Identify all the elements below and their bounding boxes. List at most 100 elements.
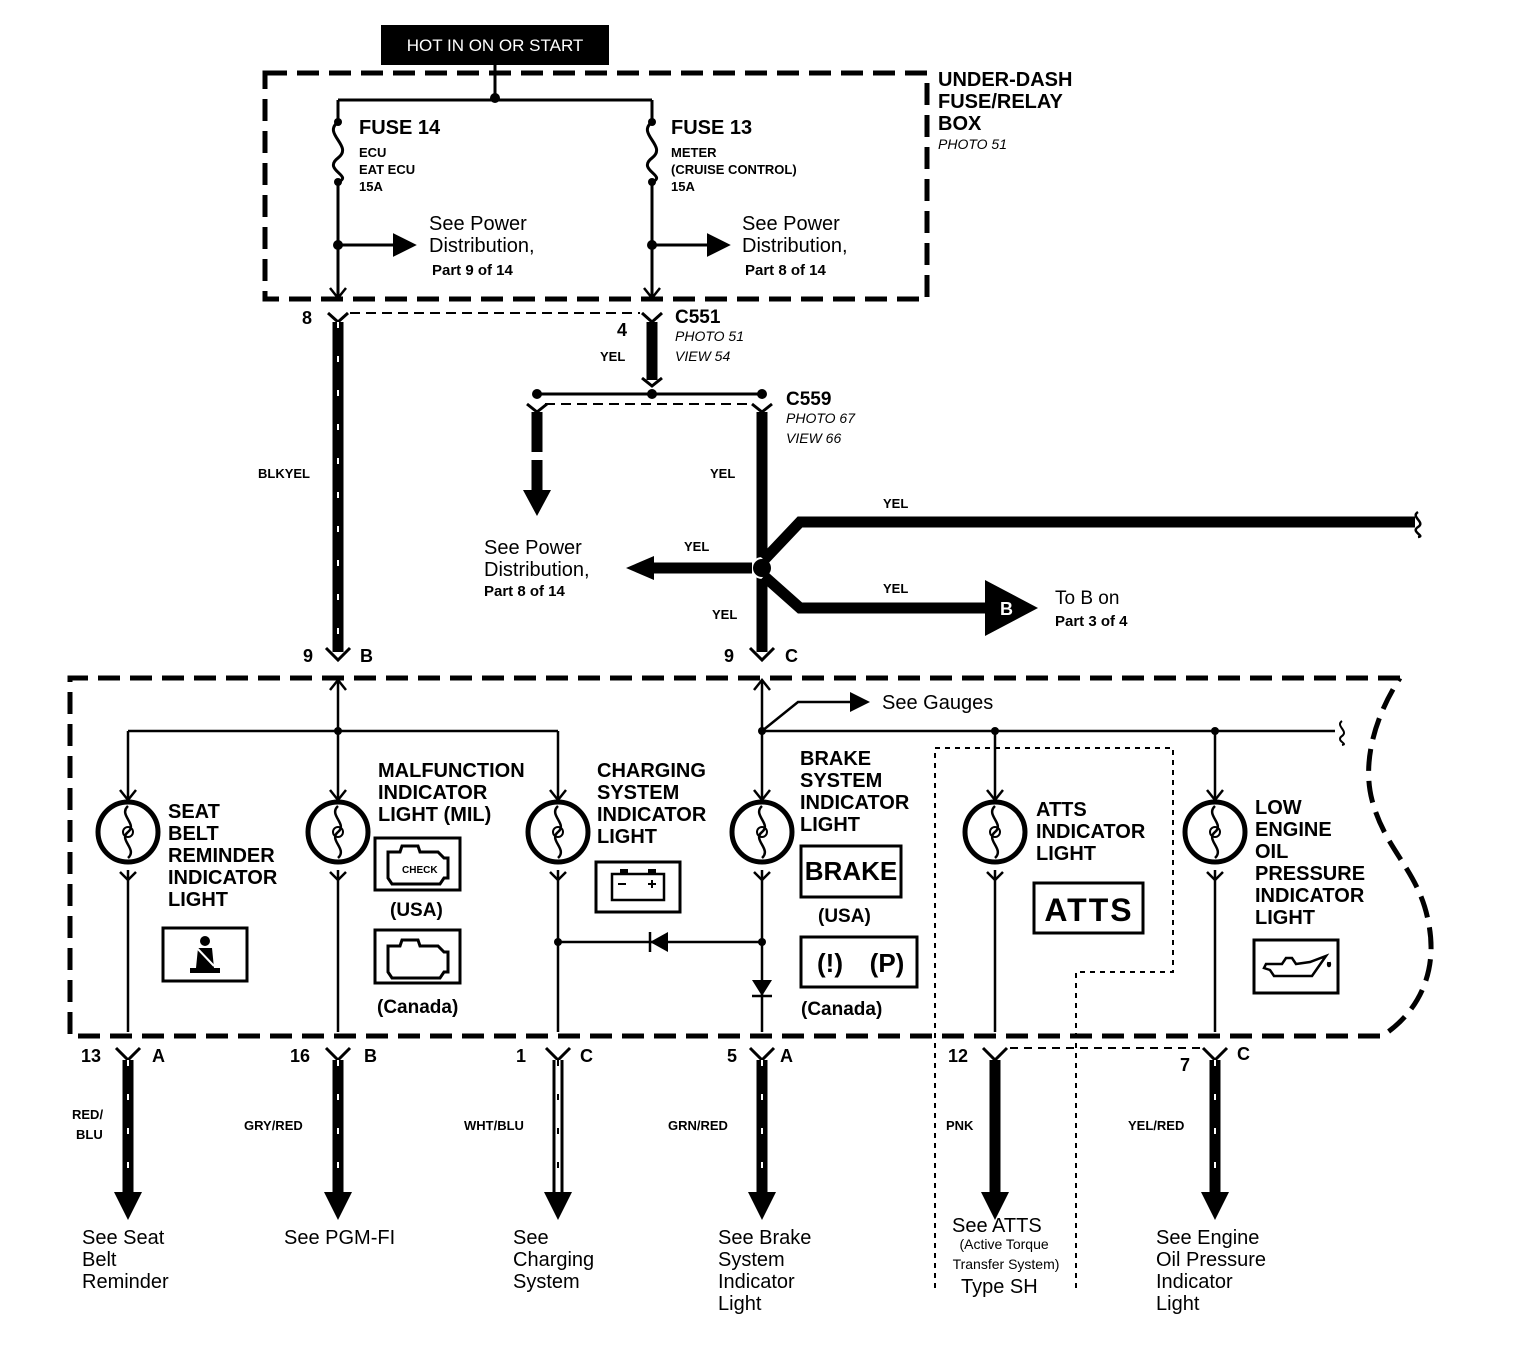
charging-light-label: CHARGING SYSTEM INDICATOR LIGHT [597, 760, 712, 848]
fuse-14-symbol [331, 120, 345, 184]
ref-power-dist-part9: See Power Distribution, Part 9 of 14 [429, 213, 540, 279]
ref-see-gauges: See Gauges [882, 692, 993, 714]
ref-power-dist-part8-b: See Power Distribution, Part 8 of 14 [484, 537, 595, 600]
c559-name: C559 [786, 389, 831, 410]
pin-13-number: 13 [81, 1046, 101, 1066]
pin-7-number: 7 [1180, 1055, 1190, 1075]
diode-horizontal [650, 932, 668, 952]
mil-light [305, 731, 371, 1032]
gauge-assembly-outline [67, 675, 1434, 1039]
brake-warning-symbol: (!) [817, 948, 843, 978]
brake-symbol-icon: (!) (P) [799, 935, 919, 989]
mil-canada-label: (Canada) [377, 997, 458, 1018]
pin-1-letter: C [580, 1046, 593, 1066]
wire-label-red-blu: RED/ BLU [72, 1107, 107, 1142]
bottom-pin-1c: 1 C WHT/BLU See Charging System [464, 1046, 600, 1293]
brake-usa-label: (USA) [818, 906, 871, 927]
parking-brake-symbol: (P) [870, 948, 905, 978]
pin-7-letter: C [1237, 1044, 1250, 1064]
engine-icon [373, 928, 462, 985]
fuse-13-rating: METER (CRUISE CONTROL) 15A [671, 145, 800, 194]
pin-9b-number: 9 [303, 646, 313, 666]
dest-seat-belt: See Seat Belt Reminder [82, 1227, 170, 1293]
oil-pressure-light [1182, 727, 1248, 1032]
dest-brake-system: See Brake System Indicator Light [718, 1227, 817, 1315]
check-engine-icon: CHECK [373, 836, 462, 892]
c551-pin-4: 4 [617, 320, 627, 340]
pin-5-letter: A [780, 1046, 793, 1066]
oil-pressure-light-label: LOW ENGINE OIL PRESSURE INDICATOR LIGHT [1255, 797, 1371, 929]
ref-to-b-part3: To B on Part 3 of 4 [1055, 588, 1128, 630]
brake-light-label: BRAKE SYSTEM INDICATOR LIGHT [800, 748, 915, 836]
power-source-label: HOT IN ON OR START [407, 36, 584, 55]
c551-pin-8: 8 [302, 308, 312, 328]
wire-label-blkyel: BLKYEL [258, 466, 310, 481]
junction-b-marker [985, 580, 1038, 636]
bottom-pin-13a: 13 A RED/ BLU See Seat Belt Reminder [72, 1046, 170, 1293]
c551-photo: PHOTO 51 [675, 328, 744, 344]
bottom-pin-7c: 7 C YEL/RED See Engine Oil Pressure Indi… [1128, 1044, 1272, 1315]
pin-16-number: 16 [290, 1046, 310, 1066]
fuse-13-name: FUSE 13 [671, 117, 752, 139]
charging-light [525, 731, 591, 1032]
brake-light [729, 789, 795, 1032]
bottom-pin-12: 12 PNK See ATTS (Active Torque Transfer … [946, 1046, 1059, 1298]
dest-atts-expansion: (Active Torque Transfer System) [953, 1236, 1060, 1272]
power-source-box [381, 25, 609, 65]
c559-photo: PHOTO 67 [786, 410, 856, 426]
atts-word-icon: ATTS [1032, 881, 1145, 935]
pin-9c-letter: C [785, 646, 798, 666]
c551-name: C551 [675, 307, 721, 328]
dest-atts-type: Type SH [961, 1276, 1038, 1298]
brake-word-icon: BRAKE [799, 844, 903, 899]
pin-16-letter: B [364, 1046, 377, 1066]
junction-b-letter: B [1000, 599, 1013, 619]
battery-icon [594, 860, 682, 914]
pin-9b-letter: B [360, 646, 373, 666]
pin-1-number: 1 [516, 1046, 526, 1066]
fuse-13-symbol [645, 120, 659, 184]
pin-5-number: 5 [727, 1046, 737, 1066]
fuse-14-name: FUSE 14 [359, 117, 441, 139]
fuse-14-rating: ECU EAT ECU 15A [359, 145, 419, 194]
seat-belt-light-label: SEAT BELT REMINDER INDICATOR LIGHT [168, 801, 283, 911]
wire-label-yel-2: YEL [710, 466, 735, 481]
c551-view: VIEW 54 [675, 348, 730, 364]
mil-usa-label: (USA) [390, 900, 443, 921]
diode-vertical [752, 980, 772, 996]
dest-atts: See ATTS [952, 1215, 1042, 1237]
atts-word-text: ATTS [1044, 892, 1133, 928]
wire-label-yel-3: YEL [883, 496, 908, 511]
wire-label-yel-6: YEL [712, 607, 737, 622]
brake-canada-label: (Canada) [801, 999, 882, 1020]
wire-label-yel-1: YEL [600, 349, 625, 364]
atts-light-label: ATTS INDICATOR LIGHT [1036, 799, 1151, 865]
mil-light-label: MALFUNCTION INDICATOR LIGHT (MIL) [378, 760, 530, 826]
wire-label-wht-blu: WHT/BLU [464, 1118, 524, 1133]
ref-power-dist-part8: See Power Distribution, Part 8 of 14 [742, 213, 853, 279]
bottom-pin-5a: 5 A GRN/RED See Brake System Indicator L… [668, 1046, 817, 1315]
fuse-box-title: UNDER-DASH FUSE/RELAY BOX [938, 69, 1078, 135]
seat-belt-light [95, 731, 161, 1032]
check-engine-text: CHECK [402, 865, 438, 876]
fuse-box-outline [262, 70, 930, 302]
pin-13-letter: A [152, 1046, 165, 1066]
wire-label-pnk: PNK [946, 1118, 974, 1133]
brake-word-text: BRAKE [805, 856, 897, 886]
bottom-pin-16b: 16 B GRY/RED See PGM-FI [244, 1046, 395, 1249]
dest-pgm-fi: See PGM-FI [284, 1227, 395, 1249]
pin-12-number: 12 [948, 1046, 968, 1066]
dest-engine-oil-pressure: See Engine Oil Pressure Indicator Light [1156, 1227, 1272, 1315]
wire-label-yel-5: YEL [883, 581, 908, 596]
atts-light [962, 727, 1028, 1032]
atts-type-sh-region [934, 747, 1174, 1288]
fuse-box-photo: PHOTO 51 [938, 136, 1007, 152]
c559-view: VIEW 66 [786, 430, 841, 446]
wire-label-gry-red: GRY/RED [244, 1118, 303, 1133]
wire-label-grn-red: GRN/RED [668, 1118, 728, 1133]
wire-label-yel-4: YEL [684, 539, 709, 554]
seat-belt-icon [161, 926, 249, 983]
dest-charging-system: See Charging System [513, 1227, 600, 1293]
wire-label-yel-red: YEL/RED [1128, 1118, 1184, 1133]
